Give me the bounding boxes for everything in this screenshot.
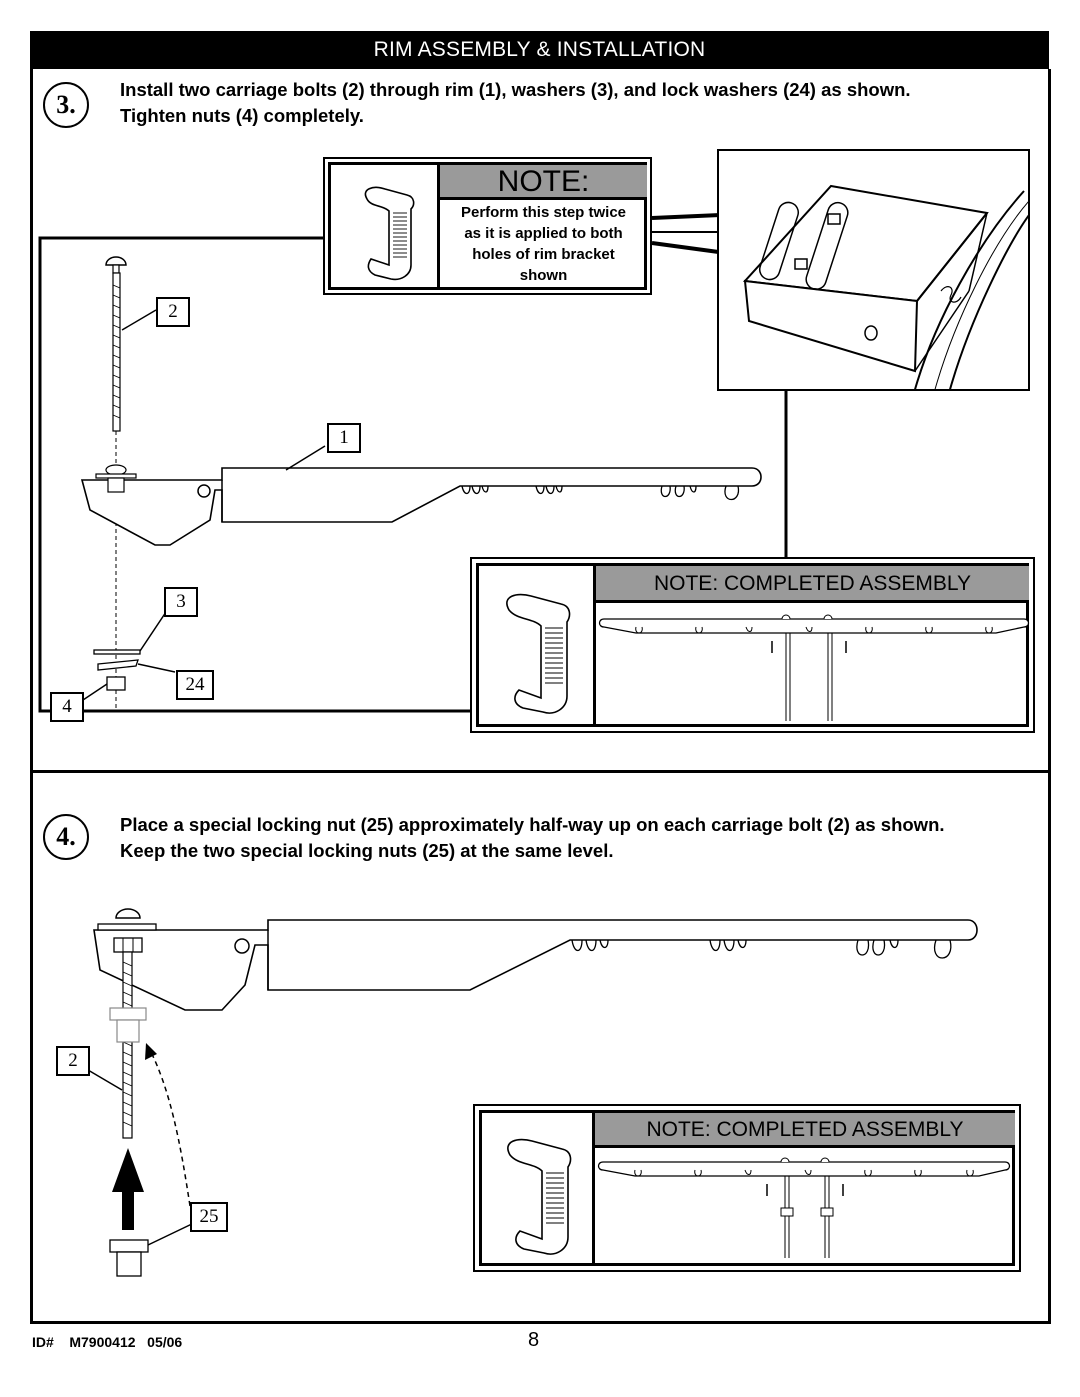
note-box: NOTE: Perform this step twice as it is a…	[323, 157, 652, 295]
step-4-line-1: Place a special locking nut (25) approxi…	[120, 814, 945, 835]
callout-locking-nut-25: 25	[190, 1202, 228, 1232]
note-line-2: as it is applied to both	[464, 225, 623, 242]
completed-title-3: NOTE: COMPLETED ASSEMBLY	[596, 566, 1029, 603]
callout-nut-4: 4	[50, 692, 84, 722]
completed-title-4: NOTE: COMPLETED ASSEMBLY	[595, 1113, 1015, 1148]
step-3-line-2: Tighten nuts (4) completely.	[120, 105, 364, 126]
note-line-1: Perform this step twice	[460, 204, 627, 221]
document-id: ID# M7900412 05/06	[32, 1334, 183, 1350]
bracket-detail-inset	[717, 149, 1030, 391]
step-3-number: 3.	[43, 82, 89, 128]
page-frame	[30, 69, 1051, 1324]
callout-rim-1: 1	[327, 423, 361, 453]
section-header: RIM ASSEMBLY & INSTALLATION	[30, 31, 1049, 69]
completed-hand-icon-4	[482, 1113, 595, 1266]
completed-assembly-box-4: NOTE: COMPLETED ASSEMBLY	[473, 1104, 1021, 1272]
step-4-number: 4.	[43, 814, 89, 860]
step-3-line-1: Install two carriage bolts (2) through r…	[120, 79, 911, 100]
step-divider	[30, 770, 1049, 773]
note-hand-icon	[331, 165, 440, 290]
step-4-line-2: Keep the two special locking nuts (25) a…	[120, 840, 614, 861]
note-line-3: holes of rim bracket	[472, 246, 615, 263]
callout-lock-washer-24: 24	[176, 670, 214, 700]
callout-bolt-2-step4: 2	[56, 1046, 90, 1076]
note-title: NOTE:	[440, 165, 647, 200]
page-number: 8	[528, 1329, 540, 1351]
callout-washer-3: 3	[164, 587, 198, 617]
callout-bolt-2: 2	[156, 297, 190, 327]
completed-assembly-box-3: NOTE: COMPLETED ASSEMBLY	[470, 557, 1035, 733]
completed-hand-icon-3	[479, 566, 596, 727]
note-line-4: shown	[519, 267, 568, 284]
